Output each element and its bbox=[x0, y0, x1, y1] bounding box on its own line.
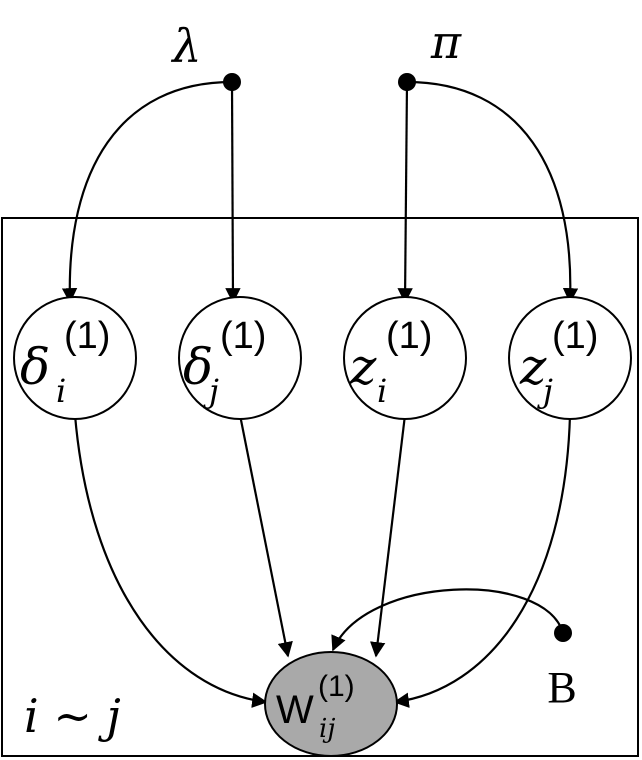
lambda-label: λ bbox=[170, 19, 201, 73]
svg-text:ij: ij bbox=[319, 714, 335, 744]
edge-lambda-delta-j bbox=[225, 81, 241, 304]
edge-z-i-w bbox=[370, 414, 407, 658]
svg-text:(1): (1) bbox=[64, 315, 110, 357]
plate-label: i ~ j bbox=[24, 689, 121, 743]
svg-text:(1): (1) bbox=[552, 315, 598, 357]
svg-text:δ: δ bbox=[183, 338, 213, 396]
svg-text:W: W bbox=[276, 688, 314, 732]
node-w-ij: W ij (1) bbox=[264, 651, 398, 757]
svg-text:δ: δ bbox=[20, 338, 50, 396]
b-label: B bbox=[547, 663, 576, 712]
svg-text:i: i bbox=[56, 372, 66, 410]
pi-label: π bbox=[430, 15, 462, 69]
lambda-dot bbox=[223, 73, 241, 91]
edge-pi-z-i bbox=[397, 81, 413, 304]
svg-text:i: i bbox=[377, 372, 387, 410]
edge-delta-i-w bbox=[73, 414, 268, 708]
svg-text:z: z bbox=[519, 338, 547, 396]
edge-z-j-w bbox=[393, 414, 572, 708]
node-delta-i: δ i (1) bbox=[13, 296, 137, 420]
svg-text:(1): (1) bbox=[318, 670, 355, 703]
svg-text:(1): (1) bbox=[220, 315, 266, 357]
edge-lambda-delta-i bbox=[61, 80, 233, 304]
pi-dot bbox=[398, 73, 416, 91]
b-dot bbox=[554, 624, 572, 642]
svg-text:(1): (1) bbox=[386, 315, 432, 357]
edge-delta-j-w bbox=[238, 414, 293, 658]
edge-b-w bbox=[331, 588, 565, 652]
node-z-i: z i (1) bbox=[343, 296, 467, 420]
svg-text:z: z bbox=[349, 338, 377, 396]
edge-pi-z-j bbox=[406, 80, 579, 304]
node-z-j: z j (1) bbox=[508, 296, 632, 420]
node-delta-j: δ j (1) bbox=[178, 296, 302, 420]
